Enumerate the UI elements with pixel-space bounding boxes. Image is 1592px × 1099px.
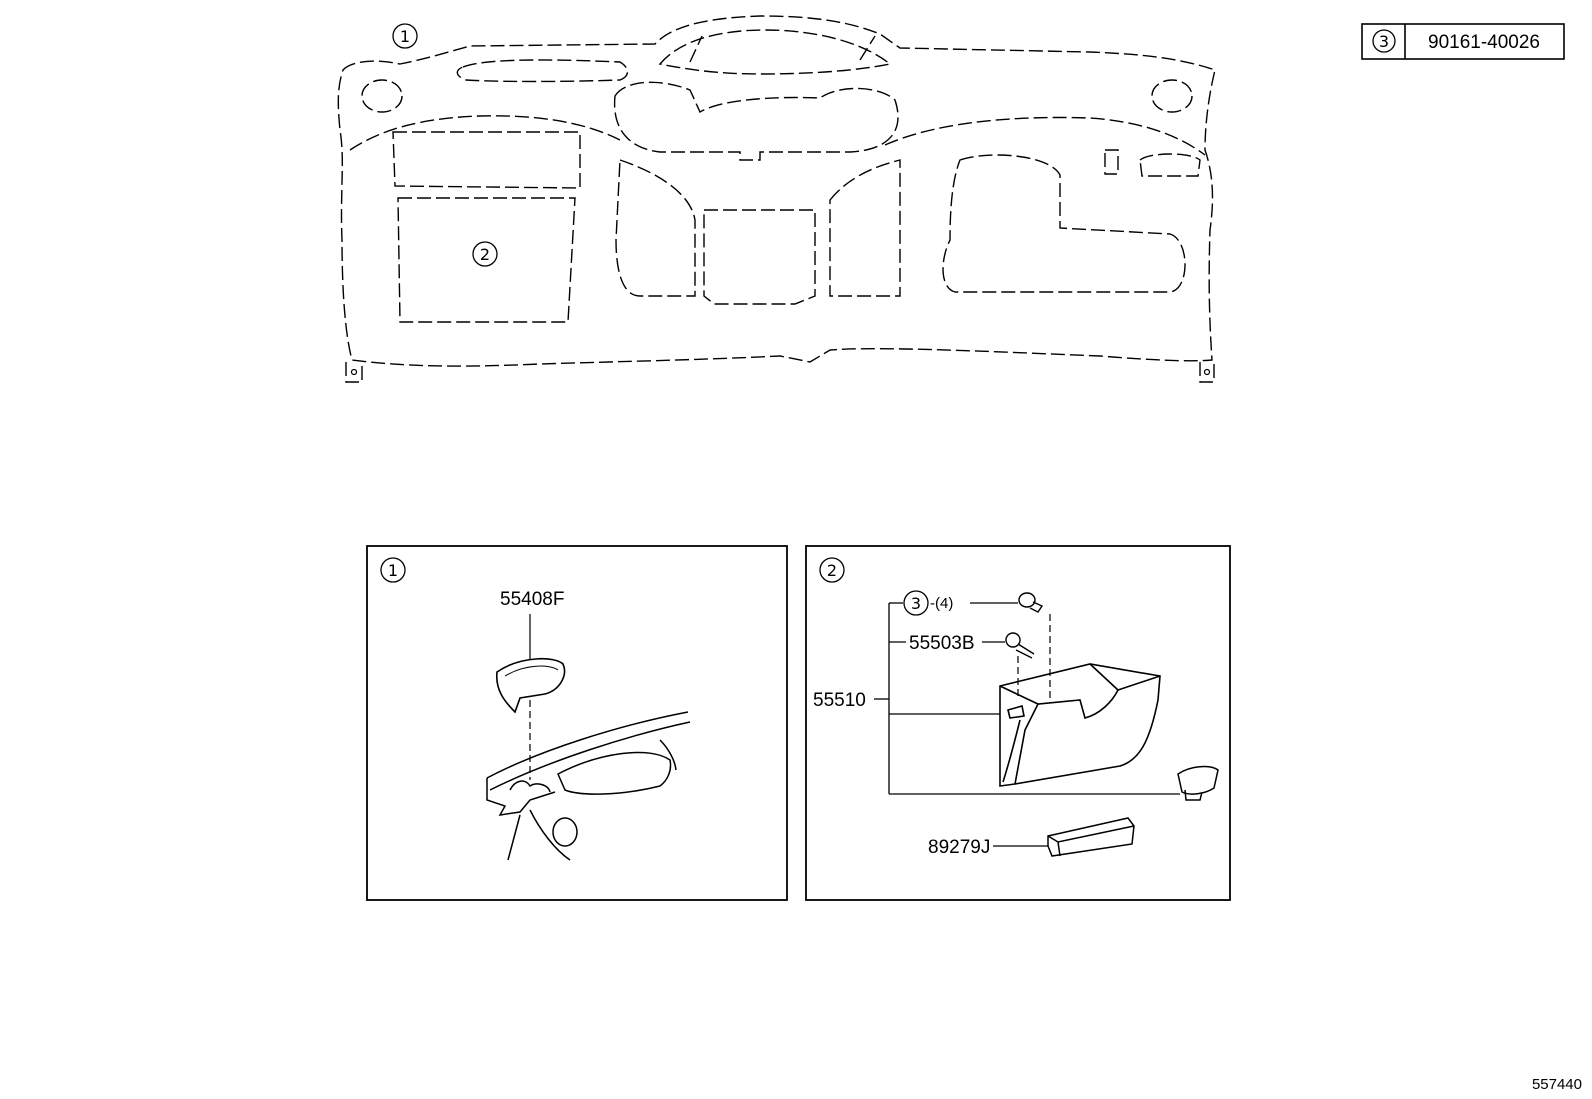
cover-cap [495, 657, 566, 714]
dashboard-bolt-holes [350, 368, 1211, 376]
panel-2-ref: 2 [827, 561, 837, 580]
overview-callout-2: 2 [472, 241, 498, 267]
legend-ref-circle [1372, 29, 1396, 53]
fastener-ref-circle [903, 590, 929, 616]
striker-89279J [1047, 817, 1135, 857]
part-label-89279J: 89279J [928, 837, 990, 858]
dashboard-overview [337, 15, 1216, 383]
figure-code: 557440 [1532, 1076, 1582, 1093]
part-label-55408F: 55408F [500, 589, 564, 610]
screw [1005, 632, 1035, 659]
svg-text:1: 1 [400, 27, 410, 46]
legend-part-number: 90161-40026 [1428, 32, 1540, 53]
legend-table: 3 90161-40026 [1361, 23, 1565, 60]
clip-fastener [1018, 592, 1044, 613]
part-label-55510: 55510 [813, 690, 866, 711]
glove-box [999, 663, 1161, 787]
detail-panel-1: 1 55408F [366, 545, 788, 901]
fastener-ref: 3 [911, 594, 921, 613]
part-label-55503B: 55503B [909, 633, 975, 654]
fastener-qty: -(4) [930, 595, 953, 612]
detail-panel-2: 2 3 -(4) 55503B 55510 89279J [805, 545, 1231, 901]
svg-text:2: 2 [480, 245, 490, 264]
overview-callout-1: 1 [392, 23, 418, 49]
lock-latch [1177, 765, 1219, 801]
panel-1-ref: 1 [388, 561, 398, 580]
legend-ref-number: 3 [1379, 32, 1389, 51]
